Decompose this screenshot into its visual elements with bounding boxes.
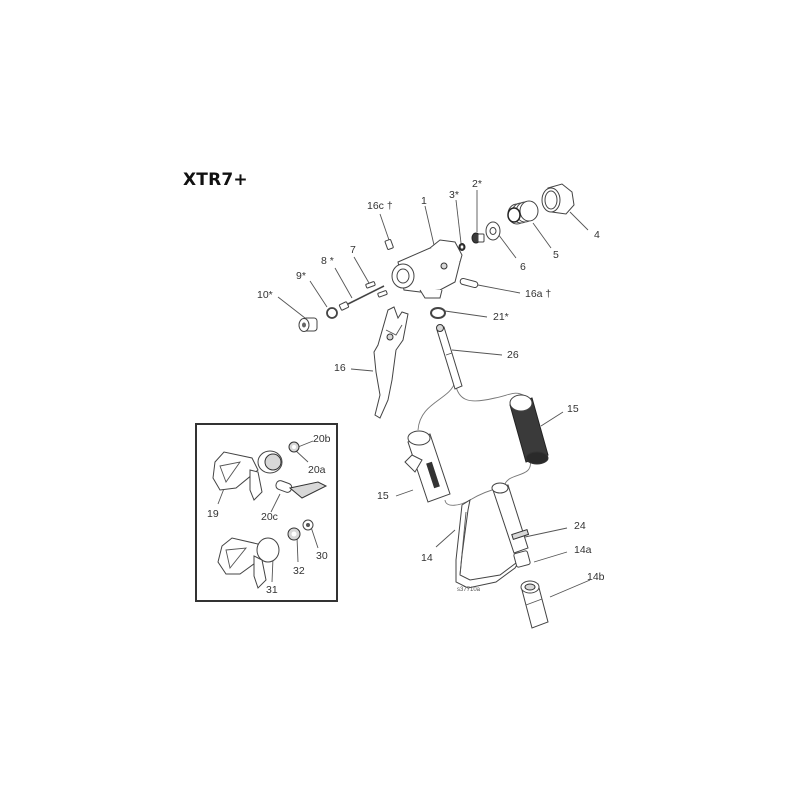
callout-20b: 20b [313,433,331,445]
callout-24: 24 [574,520,586,532]
callout-14: 14 [421,552,433,564]
part-9-seal-ring [326,307,338,319]
callout-16: 16 [334,362,346,374]
diagram-title: XTR7+ [183,170,248,190]
part-24-handle-tube [491,482,530,554]
drawing-code: s37710a [457,587,481,593]
part-7-screws [365,281,388,298]
part-15-handle [404,430,451,503]
part-21-o-ring [430,307,446,319]
callout-26: 26 [507,349,519,361]
callout-9: 9* [296,270,306,282]
callout-19: 19 [207,508,219,520]
part-8-needle [338,285,385,311]
callout-16c: 16c † [367,200,393,212]
part-6-washer [485,221,501,241]
callout-15-handle: 15 [377,490,389,502]
callout-20a: 20a [308,464,326,476]
part-1-gun-body [391,239,463,299]
callout-31: 31 [266,584,278,596]
callout-32: 32 [293,565,305,577]
part-4-retaining-nut [541,183,575,215]
inset-drawing [212,441,328,589]
part-14b-hose-fitting [520,580,549,629]
callout-10: 10* [257,289,273,301]
part-16c-trigger-screw [384,238,394,250]
callout-6: 6 [520,261,526,273]
part-16-trigger [373,306,409,419]
part-14a-swivel [513,550,531,568]
callout-30: 30 [316,550,328,562]
callout-1: 1 [421,195,427,207]
part-14-trigger-guard [455,498,521,589]
part-10-packing-nut [298,317,318,332]
callout-14b: 14b [587,571,605,583]
part-15-handle-grip [509,394,549,465]
callout-8: 8 * [321,255,334,267]
callout-15-grip: 15 [567,403,579,415]
tip-guard-inset-frame [195,423,338,602]
callout-2: 2* [472,178,482,190]
part-26-filter-rod [436,324,463,390]
callout-20c: 20c [261,511,278,523]
callout-16a: 16a † [525,288,552,300]
callout-7: 7 [350,244,356,256]
callout-21: 21* [493,311,509,323]
part-3-o-ring [458,243,466,251]
callout-4: 4 [594,229,600,241]
part-16a-trigger-pin [459,277,479,289]
part-5-spring [507,200,539,225]
callout-5: 5 [553,249,559,261]
leader-lines [217,190,591,598]
callout-14a: 14a [574,544,592,556]
part-2-valve-seat [471,232,485,244]
callout-3: 3* [449,189,459,201]
